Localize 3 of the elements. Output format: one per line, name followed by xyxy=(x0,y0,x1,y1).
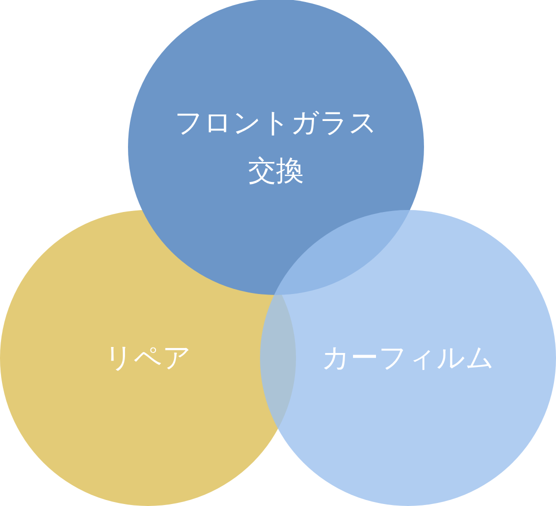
circle-label: リペア xyxy=(104,340,192,376)
circle-label: カーフィルム xyxy=(320,340,496,376)
circle-label: フロントガラス交換 xyxy=(174,105,378,189)
